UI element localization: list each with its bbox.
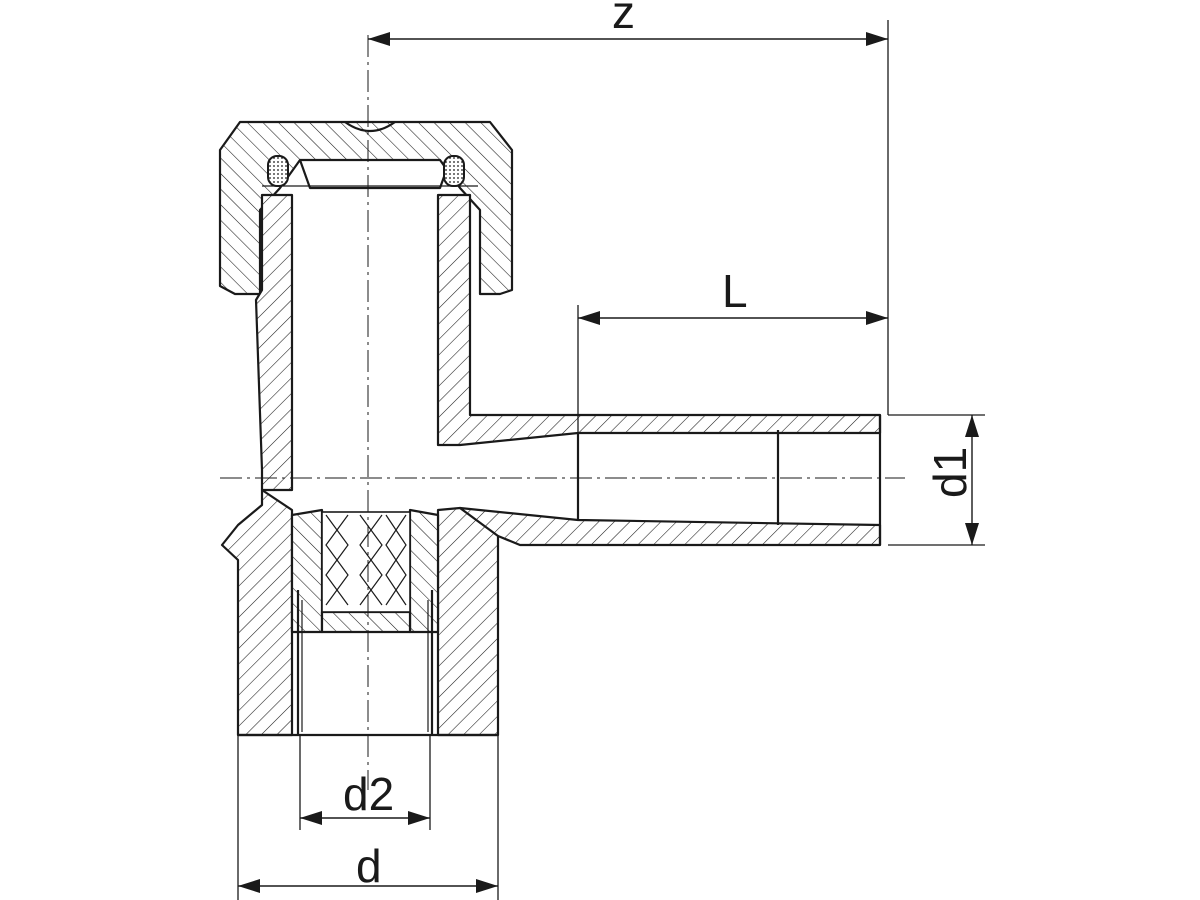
dimension-L: L: [578, 265, 888, 325]
dimension-d: d: [238, 840, 498, 893]
extension-lines: [237, 20, 985, 900]
socket-inner: [238, 590, 498, 737]
fitting-body: [220, 193, 882, 737]
label-d2: d2: [343, 768, 394, 820]
dimension-z: z: [368, 0, 888, 46]
branch-bore: [576, 415, 882, 545]
label-d: d: [356, 840, 382, 892]
label-L: L: [722, 265, 748, 317]
o-rings: [267, 155, 465, 187]
dimension-d1: d1: [924, 415, 979, 545]
dimension-d2: d2: [300, 768, 430, 825]
label-z: z: [612, 0, 635, 38]
thread-insert: [321, 511, 411, 613]
centerlines: [220, 35, 905, 790]
label-d1: d1: [924, 447, 976, 498]
